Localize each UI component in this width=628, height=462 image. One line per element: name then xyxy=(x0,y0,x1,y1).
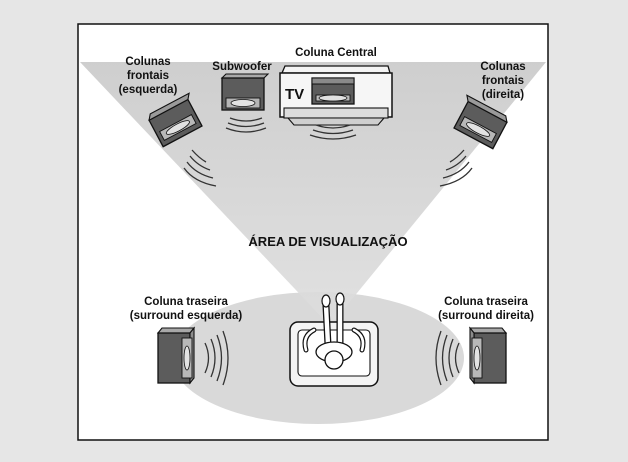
front-right-label-line-2: frontais xyxy=(482,75,524,87)
front-left-label-line-2: frontais xyxy=(127,70,169,82)
person-on-sofa-icon xyxy=(289,292,379,387)
rear-right-label-line-1: Coluna traseira xyxy=(444,296,528,308)
center-speaker-icon xyxy=(279,65,393,126)
rear-right-label-line-2: (surround direita) xyxy=(438,310,534,322)
front-right-sound-waves xyxy=(439,149,473,187)
rear-left-label-line-2: (surround esquerda) xyxy=(130,310,243,322)
front-left-sound-waves xyxy=(183,149,217,187)
center-sound-waves xyxy=(309,124,357,140)
front-right-label-line-1: Colunas xyxy=(480,61,525,73)
rear-left-label: Coluna traseira (surround esquerda) xyxy=(130,296,243,322)
front-left-label: Colunas frontais (esquerda) xyxy=(119,56,178,96)
tv-label: TV xyxy=(285,86,304,103)
subwoofer-sound-waves xyxy=(225,117,267,133)
rear-left-label-line-1: Coluna traseira xyxy=(144,296,228,308)
rear-left-speaker-icon xyxy=(156,326,196,385)
rear-left-sound-waves xyxy=(204,330,229,386)
rear-right-sound-waves xyxy=(435,330,460,386)
center-speaker-label: Coluna Central xyxy=(295,47,377,59)
front-right-speaker-icon xyxy=(453,94,508,150)
front-left-speaker-icon xyxy=(148,92,203,148)
tv-icon: TV xyxy=(285,86,304,103)
rear-right-speaker-icon xyxy=(468,326,508,385)
front-left-label-line-3: (esquerda) xyxy=(119,84,178,96)
rear-right-label: Coluna traseira (surround direita) xyxy=(438,296,534,322)
viewing-area-label: ÁREA DE VISUALIZAÇÃO xyxy=(248,234,407,249)
subwoofer-icon xyxy=(220,73,270,111)
front-left-label-line-1: Colunas xyxy=(125,56,170,68)
front-right-label-line-3: (direita) xyxy=(482,89,524,101)
front-right-label: Colunas frontais (direita) xyxy=(480,61,525,101)
subwoofer-label: Subwoofer xyxy=(212,61,272,73)
